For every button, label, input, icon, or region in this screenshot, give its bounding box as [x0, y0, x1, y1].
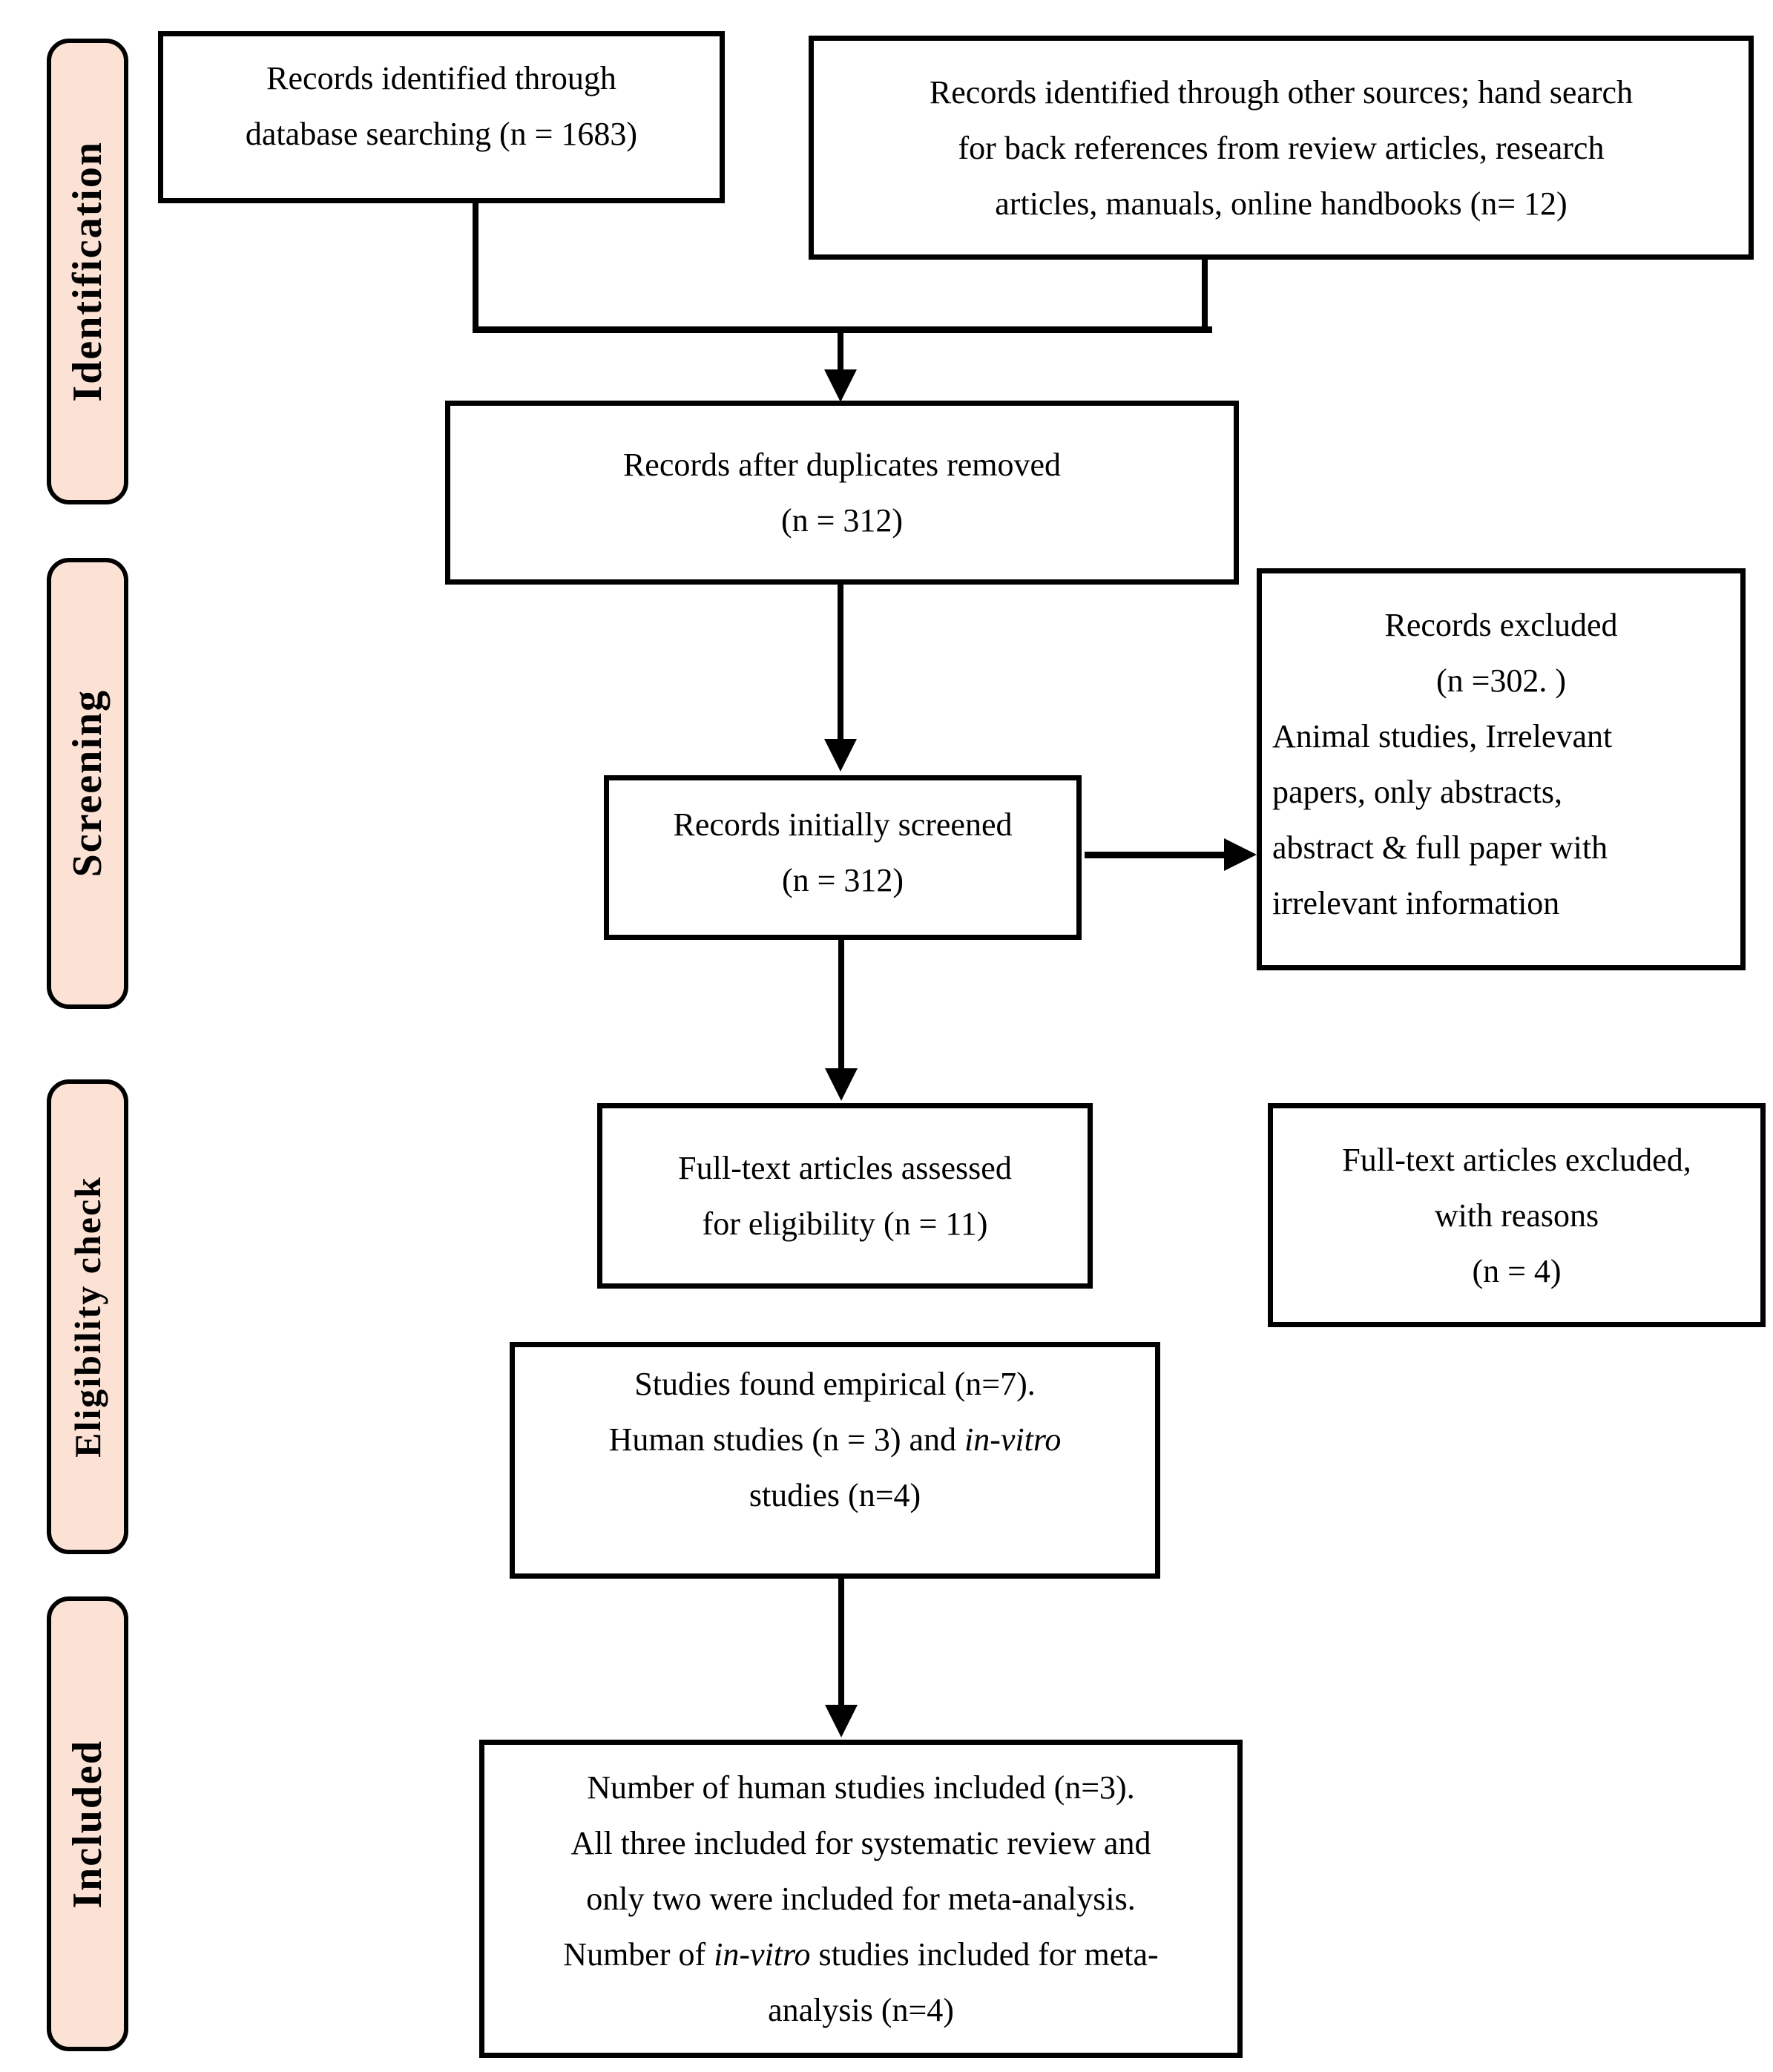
arrow-to-screened-shaft — [838, 585, 843, 742]
box-studies-included: Number of human studies included (n=3). … — [479, 1740, 1243, 2058]
box-studies-empirical: Studies found empirical (n=7). Human stu… — [510, 1342, 1160, 1579]
text-line: only two were included for meta-analysis… — [586, 1881, 1136, 1917]
text-line: All three included for systematic review… — [570, 1825, 1151, 1861]
box-records-after-duplicates: Records after duplicates removed (n = 31… — [445, 401, 1239, 585]
arrowhead-to-fulltext — [825, 1068, 858, 1101]
text-line: Records after duplicates removed — [622, 447, 1062, 483]
text-line: for back references from review articles… — [958, 129, 1605, 166]
box-fulltext-assessed: Full-text articles assessed for eligibil… — [597, 1103, 1093, 1289]
text-line: analysis (n=4) — [768, 1992, 954, 2028]
box-fulltext-excluded: Full-text articles excluded, with reason… — [1268, 1103, 1766, 1327]
text-line: Records identified through — [266, 60, 616, 96]
arrow-to-excluded-shaft — [1085, 852, 1227, 858]
text-line: papers, only abstracts, — [1272, 774, 1562, 810]
text-segment: Human studies (n = 3) and — [608, 1421, 965, 1458]
text-segment: studies included for meta- — [810, 1936, 1159, 1973]
connector-stub-other-sources — [1202, 258, 1208, 329]
arrowhead-to-included — [825, 1705, 858, 1737]
text-line: database searching (n = 1683) — [245, 116, 638, 152]
stage-label-eligibility-check: Eligibility check — [47, 1079, 128, 1554]
connector-merge-bar — [473, 326, 1212, 333]
stage-label-screening: Screening — [47, 558, 128, 1009]
text-line: Records initially screened — [673, 806, 1013, 843]
text-line: abstract & full paper with — [1272, 829, 1608, 866]
text-line: Animal studies, Irrelevant — [1272, 718, 1613, 754]
box-records-identified-database: Records identified through database sear… — [158, 31, 725, 203]
stage-label-text: Included — [65, 1739, 111, 1909]
text-line: studies (n=4) — [749, 1477, 921, 1513]
text-line: irrelevant information — [1272, 885, 1560, 921]
arrowhead-to-excluded — [1224, 838, 1257, 871]
text-line: Full-text articles excluded, — [1342, 1141, 1691, 1178]
arrowhead-to-screened — [824, 739, 857, 772]
box-records-initially-screened: Records initially screened (n = 312) — [604, 775, 1082, 940]
text-line: (n = 312) — [781, 861, 904, 898]
arrowhead-to-duplicates — [824, 369, 857, 402]
text-line: Number of in-vitro studies included for … — [484, 1927, 1237, 1982]
text-line: (n = 312) — [780, 502, 904, 539]
stage-label-text: Screening — [65, 689, 111, 878]
box-records-identified-other-sources: Records identified through other sources… — [809, 36, 1754, 260]
connector-stub-database — [473, 202, 478, 329]
text-line: Records excluded — [1384, 607, 1618, 643]
arrow-to-duplicates-shaft — [838, 333, 843, 372]
arrow-to-fulltext-shaft — [838, 940, 844, 1071]
arrow-to-included-shaft — [838, 1579, 844, 1708]
text-line: Records identified through other sources… — [929, 73, 1634, 111]
text-line: articles, manuals, online handbooks (n= … — [995, 185, 1568, 222]
text-segment-italic: in-vitro — [964, 1421, 1062, 1458]
box-records-excluded: Records excluded (n =302. ) Animal studi… — [1257, 568, 1746, 970]
text-line: (n =302. ) — [1435, 662, 1567, 699]
text-segment-italic: in-vitro — [714, 1936, 811, 1973]
text-line: for eligibility (n = 11) — [702, 1206, 988, 1242]
stage-label-included: Included — [47, 1596, 128, 2051]
stage-label-text: Eligibility check — [67, 1176, 108, 1458]
text-segment: Number of — [563, 1936, 714, 1973]
text-line: Human studies (n = 3) and in-vitro — [515, 1412, 1155, 1467]
text-line: Full-text articles assessed — [678, 1150, 1012, 1186]
stage-label-text: Identification — [65, 141, 111, 402]
text-line: with reasons — [1434, 1197, 1599, 1234]
stage-label-identification: Identification — [47, 39, 128, 504]
text-line: Number of human studies included (n=3). — [587, 1769, 1135, 1806]
text-line: Studies found empirical (n=7). — [634, 1366, 1036, 1402]
text-line: (n = 4) — [1472, 1252, 1562, 1289]
